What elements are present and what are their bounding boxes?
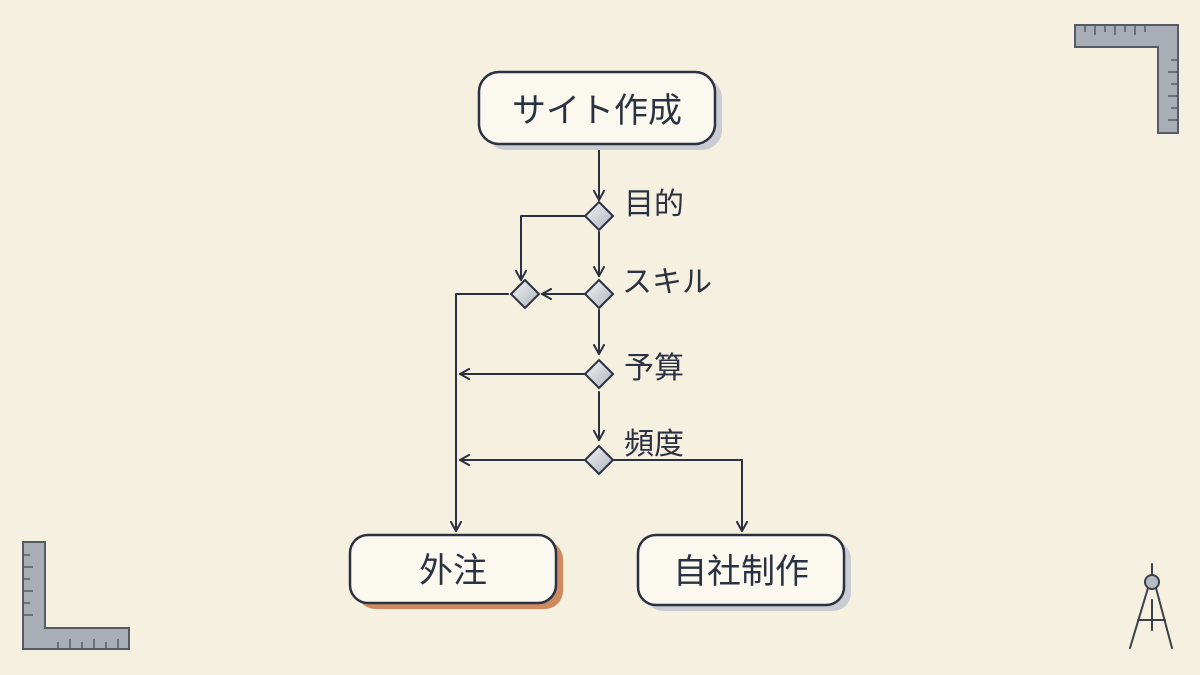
node-inhouse-label: 自社制作: [673, 552, 809, 592]
decision-budget-diamond: [583, 358, 615, 390]
node-start-label: サイト作成: [512, 91, 682, 131]
decision-frequency-diamond: [583, 444, 615, 476]
connector-frequency-to-inhouse: [613, 459, 748, 532]
decision-budget-label: 予算: [624, 351, 684, 386]
decision-frequency-label: 頻度: [624, 427, 684, 462]
decision-purpose-label: 目的: [624, 187, 684, 222]
node-outsource: 外注: [348, 533, 563, 609]
compass-icon: [1129, 563, 1173, 649]
node-outsource-label: 外注: [419, 551, 487, 591]
flow-connectors: [450, 147, 748, 532]
decision-merge-diamond: [509, 278, 541, 310]
ruler-corner-icon: [22, 541, 130, 650]
node-start: サイト作成: [477, 70, 722, 150]
ruler-corner-icon: [1074, 24, 1179, 134]
decision-purpose-diamond: [583, 200, 615, 232]
decision-skill-diamond: [583, 278, 615, 310]
decision-skill-label: スキル: [622, 265, 712, 300]
connector-merge-to-outsource: [450, 293, 509, 532]
node-inhouse: 自社制作: [636, 533, 851, 611]
connector-purpose-branch: [515, 215, 587, 281]
